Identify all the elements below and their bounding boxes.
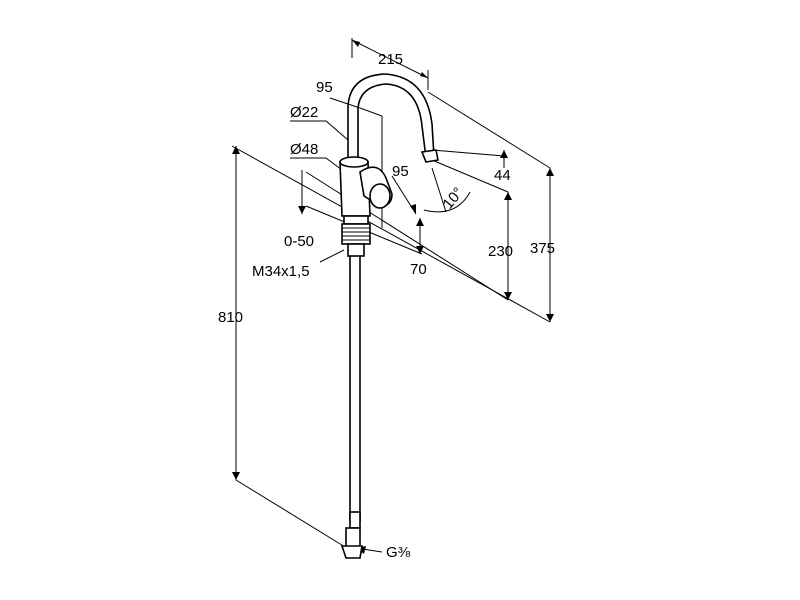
label-swivel-angle: 10° bbox=[439, 184, 467, 212]
label-connection-thread: G⅜ bbox=[386, 544, 411, 561]
label-spout-height-offset: 95 bbox=[316, 79, 333, 96]
dimension-lines bbox=[231, 38, 551, 553]
label-body-depth: 70 bbox=[410, 261, 427, 278]
label-outlet-height: 44 bbox=[494, 167, 511, 184]
label-body-diameter: Ø48 bbox=[290, 141, 318, 158]
label-total-height: 375 bbox=[530, 240, 555, 257]
dimension-labels: 215 95 Ø22 Ø48 95 44 10° 0-50 230 375 70… bbox=[218, 51, 555, 561]
label-hose-length: 810 bbox=[218, 309, 243, 326]
label-spout-reach: 215 bbox=[378, 51, 403, 68]
label-lever-offset: 95 bbox=[392, 163, 409, 180]
faucet-body bbox=[339, 73, 439, 257]
label-mount-thread: M34x1,5 bbox=[252, 263, 310, 280]
label-spout-diameter: Ø22 bbox=[290, 104, 318, 121]
label-lever-height: 230 bbox=[488, 243, 513, 260]
supply-hose bbox=[340, 256, 363, 559]
label-adjustment-range: 0-50 bbox=[284, 233, 314, 250]
arrowheads bbox=[232, 40, 554, 554]
